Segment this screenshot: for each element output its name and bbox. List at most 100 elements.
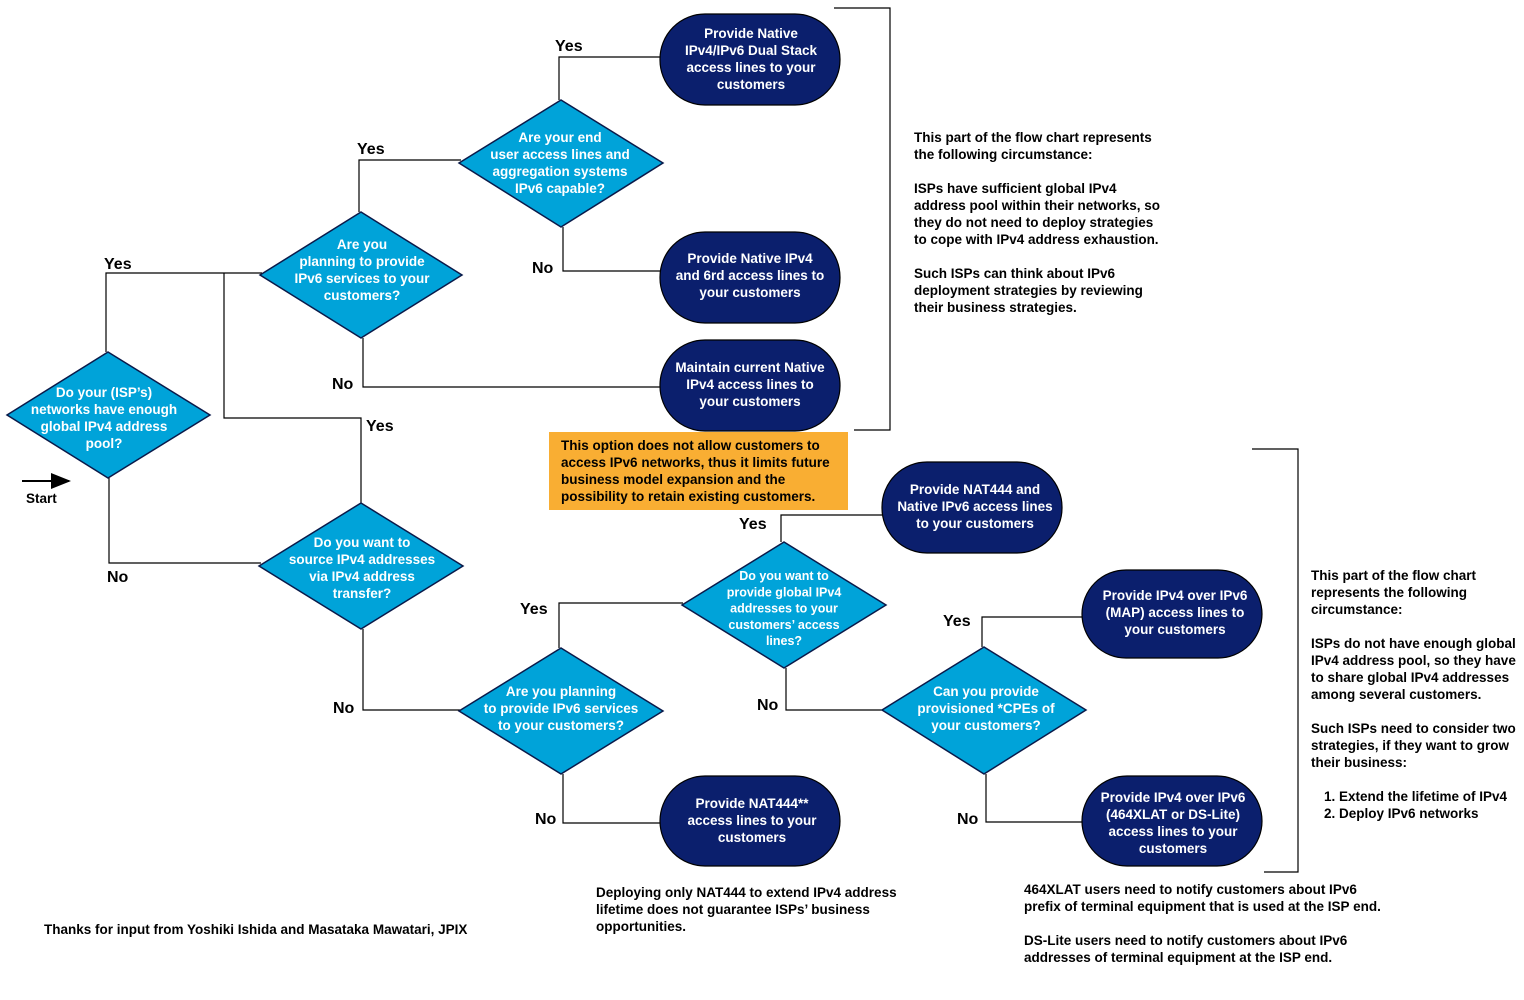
label-no: No: [333, 700, 355, 717]
decision-text-line: user access lines and: [490, 147, 630, 162]
connector-d7-yes: [981, 616, 1082, 647]
decision-text-line: Are your end: [518, 130, 601, 145]
label-yes: Yes: [366, 418, 394, 435]
connector-d6-no: [785, 668, 884, 711]
note-nat444: Deploying only NAT444 to extend IPv4 add…: [596, 884, 926, 935]
decision-text-line: global IPv4 address: [41, 419, 168, 434]
terminal-text-line: access lines to your: [687, 813, 817, 828]
terminal-text-line: customers: [1139, 841, 1207, 856]
terminal-text-line: customers: [717, 77, 785, 92]
terminal-text-line: IPv4 access lines to: [686, 377, 814, 392]
decision-text-line: customers?: [324, 288, 401, 303]
terminal-text-line: customers: [718, 830, 786, 845]
list-item: Deploy IPv6 networks: [1339, 805, 1521, 822]
svg-text:Provide IPv4 over IPv6(464XLAT: Provide IPv4 over IPv6(464XLAT or DS-Lit…: [1101, 790, 1246, 856]
terminal-text-line: to your customers: [916, 516, 1034, 531]
note-464xlat-dslite: 464XLAT users need to notify customers a…: [1024, 881, 1384, 966]
warning-box: This option does not allow customers to …: [549, 432, 848, 510]
label-no: No: [332, 376, 354, 393]
decision-text-line: addresses to your: [730, 602, 838, 616]
decision-text-line: Do you want to: [739, 569, 829, 583]
decision-text-line: via IPv4 address: [309, 569, 415, 584]
note-bottom-intro: This part of the flow chart represents t…: [1311, 568, 1477, 617]
note-bottom-strategy: Such ISPs need to consider two strategie…: [1311, 721, 1516, 770]
note-top-intro: This part of the flow chart represents t…: [914, 130, 1152, 162]
decision-text-line: provide global IPv4: [727, 585, 842, 599]
list-item: Extend the lifetime of IPv4: [1339, 788, 1521, 805]
note-top-body: ISPs have sufficient global IPv4 address…: [914, 181, 1161, 247]
label-yes: Yes: [555, 38, 583, 55]
decision-text-line: planning to provide: [299, 254, 425, 269]
decision-text-line: customers’ access: [728, 618, 839, 632]
decision-text-line: IPv6 services to your: [294, 271, 430, 286]
connector-d3-no: [562, 227, 660, 272]
label-yes: Yes: [739, 516, 767, 533]
terminal-text-line: your customers: [699, 394, 800, 409]
terminal-map: Provide IPv4 over IPv6 (MAP) access lines…: [1081, 569, 1263, 659]
decision-text-line: networks have enough: [31, 402, 177, 417]
terminal-text-line: (464XLAT or DS-Lite): [1106, 807, 1240, 822]
note-dslite-text: DS-Lite users need to notify customers a…: [1024, 933, 1348, 965]
connector-d3-yes: [558, 56, 660, 100]
svg-text:Provide IPv4 over IPv6(MAP) ac: Provide IPv4 over IPv6 (MAP) access lines…: [1103, 588, 1248, 637]
connector-d1-yes: [105, 272, 262, 352]
label-no: No: [757, 697, 779, 714]
connector-d2-no: [362, 338, 660, 388]
connector-d5-no: [562, 774, 660, 824]
connector-d5-yes: [558, 602, 683, 648]
credits-text: Thanks for input from Yoshiki Ishida and…: [44, 922, 468, 937]
terminal-text-line: access lines to your: [1108, 824, 1238, 839]
terminal-464xlat-ds-lite: Provide IPv4 over IPv6(464XLAT or DS-Lit…: [1081, 775, 1263, 867]
note-bottom-body: ISPs do not have enough global IPv4 addr…: [1311, 636, 1516, 702]
label-no: No: [957, 811, 979, 828]
connectors: [105, 7, 1299, 873]
terminal-text-line: Provide NAT444 and: [910, 482, 1040, 497]
label-yes: Yes: [520, 601, 548, 618]
label-no: No: [107, 569, 129, 586]
decision-text-line: transfer?: [333, 586, 392, 601]
connector-d2-yes: [358, 159, 461, 212]
terminal-text-line: (MAP) access lines to: [1106, 605, 1245, 620]
warning-text: This option does not allow customers to …: [561, 438, 830, 504]
note-sufficient-ipv4: This part of the flow chart represents t…: [914, 129, 1164, 316]
note-top-strategy: Such ISPs can think about IPv6 deploymen…: [914, 266, 1143, 315]
bracket-bottom: [1252, 448, 1299, 873]
decision-text-line: pool?: [86, 436, 123, 451]
bracket-top: [834, 7, 891, 431]
decision-text-line: to provide IPv6 services: [484, 701, 639, 716]
connector-d1-no: [108, 478, 261, 564]
note-nat444-text: Deploying only NAT444 to extend IPv4 add…: [596, 885, 897, 934]
connector-d2-to-d4: [223, 273, 362, 503]
terminal-text-line: Maintain current Native: [675, 360, 825, 375]
decision-text-line: Do you want to: [314, 535, 411, 550]
decision-text-line: Are you: [337, 237, 387, 252]
label-yes: Yes: [943, 613, 971, 630]
terminal-text-line: and 6rd access lines to: [676, 268, 825, 283]
decision-text-line: your customers?: [931, 718, 1041, 733]
terminal-text-line: Provide Native: [704, 26, 798, 41]
terminal-text-line: Provide IPv4 over IPv6: [1103, 588, 1248, 603]
decision-text-line: IPv6 capable?: [515, 181, 605, 196]
svg-text:Do your (ISP’s)networks have e: Do your (ISP’s)networks have enoughgloba…: [31, 385, 177, 451]
decision-global-ipv4-to-customers: Do you want to provide global IPv4 address…: [680, 541, 888, 669]
connector-d6-yes: [780, 514, 882, 542]
branch-labels: Yes Yes Yes Yes Yes Yes Yes No No No No …: [104, 38, 979, 828]
